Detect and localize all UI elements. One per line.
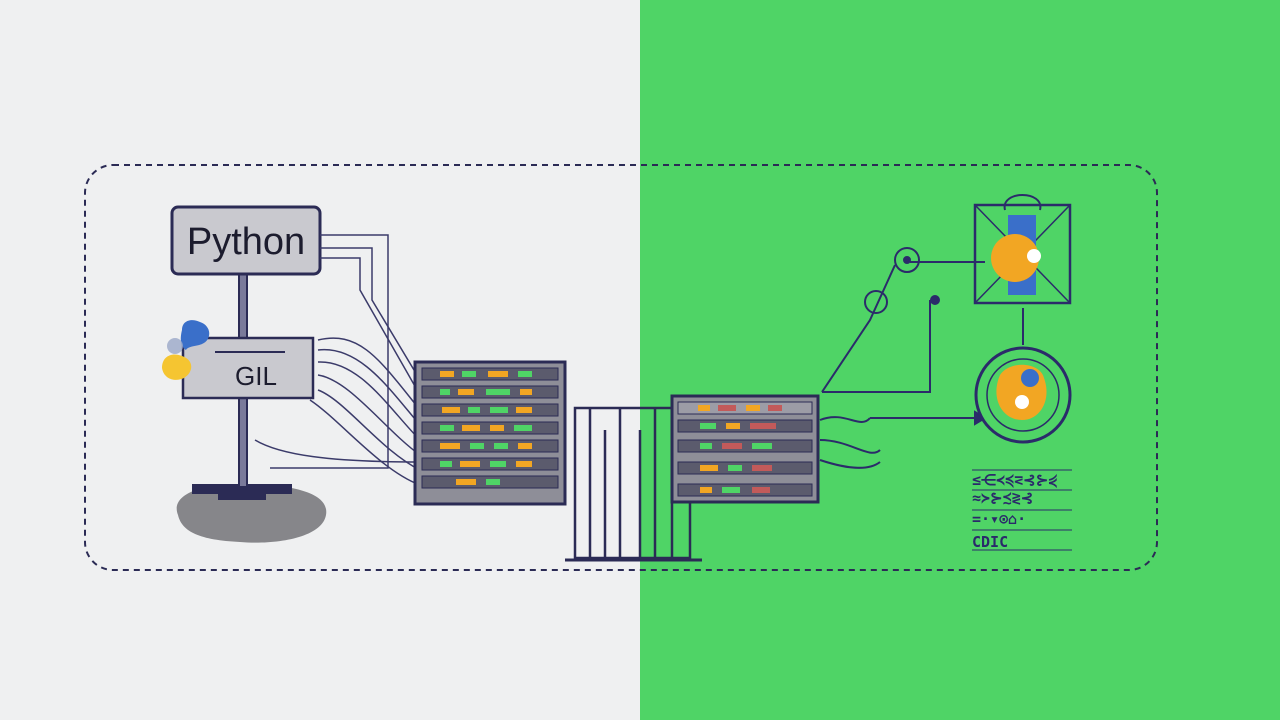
python-logo-icon [162, 320, 210, 380]
left-panel-background [0, 0, 640, 720]
dashed-frame [84, 164, 1158, 571]
python-label: Python [187, 221, 305, 263]
server-rack-right [670, 394, 820, 504]
python-box: Python [170, 205, 322, 276]
svg-text:≤⋲≺≼⋜⊰⊱⋞: ≤⋲≺≼⋜⊰⊱⋞ [972, 471, 1057, 489]
server-rack-left [413, 360, 567, 506]
code-line-label: CDIC [972, 533, 1008, 551]
gil-label: GIL [235, 361, 277, 391]
rack-left-leds [440, 371, 532, 485]
core-icon-bottom [974, 346, 1072, 444]
svg-text:≈≻⊱≾≷⊰: ≈≻⊱≾≷⊰ [972, 489, 1033, 507]
core-icon-top [973, 194, 1072, 305]
python-wires [254, 234, 421, 486]
pedestal [176, 484, 327, 543]
right-wires [819, 247, 1024, 469]
svg-text:=·▾⊙⌂·: =·▾⊙⌂· [972, 510, 1026, 528]
gil-box: GIL [181, 336, 315, 400]
right-panel-background [640, 0, 1280, 720]
code-glyphs: ≤⋲≺≼⋜⊰⊱⋞ ≈≻⊱≾≷⊰ =·▾⊙⌂· CDIC [972, 469, 1072, 551]
